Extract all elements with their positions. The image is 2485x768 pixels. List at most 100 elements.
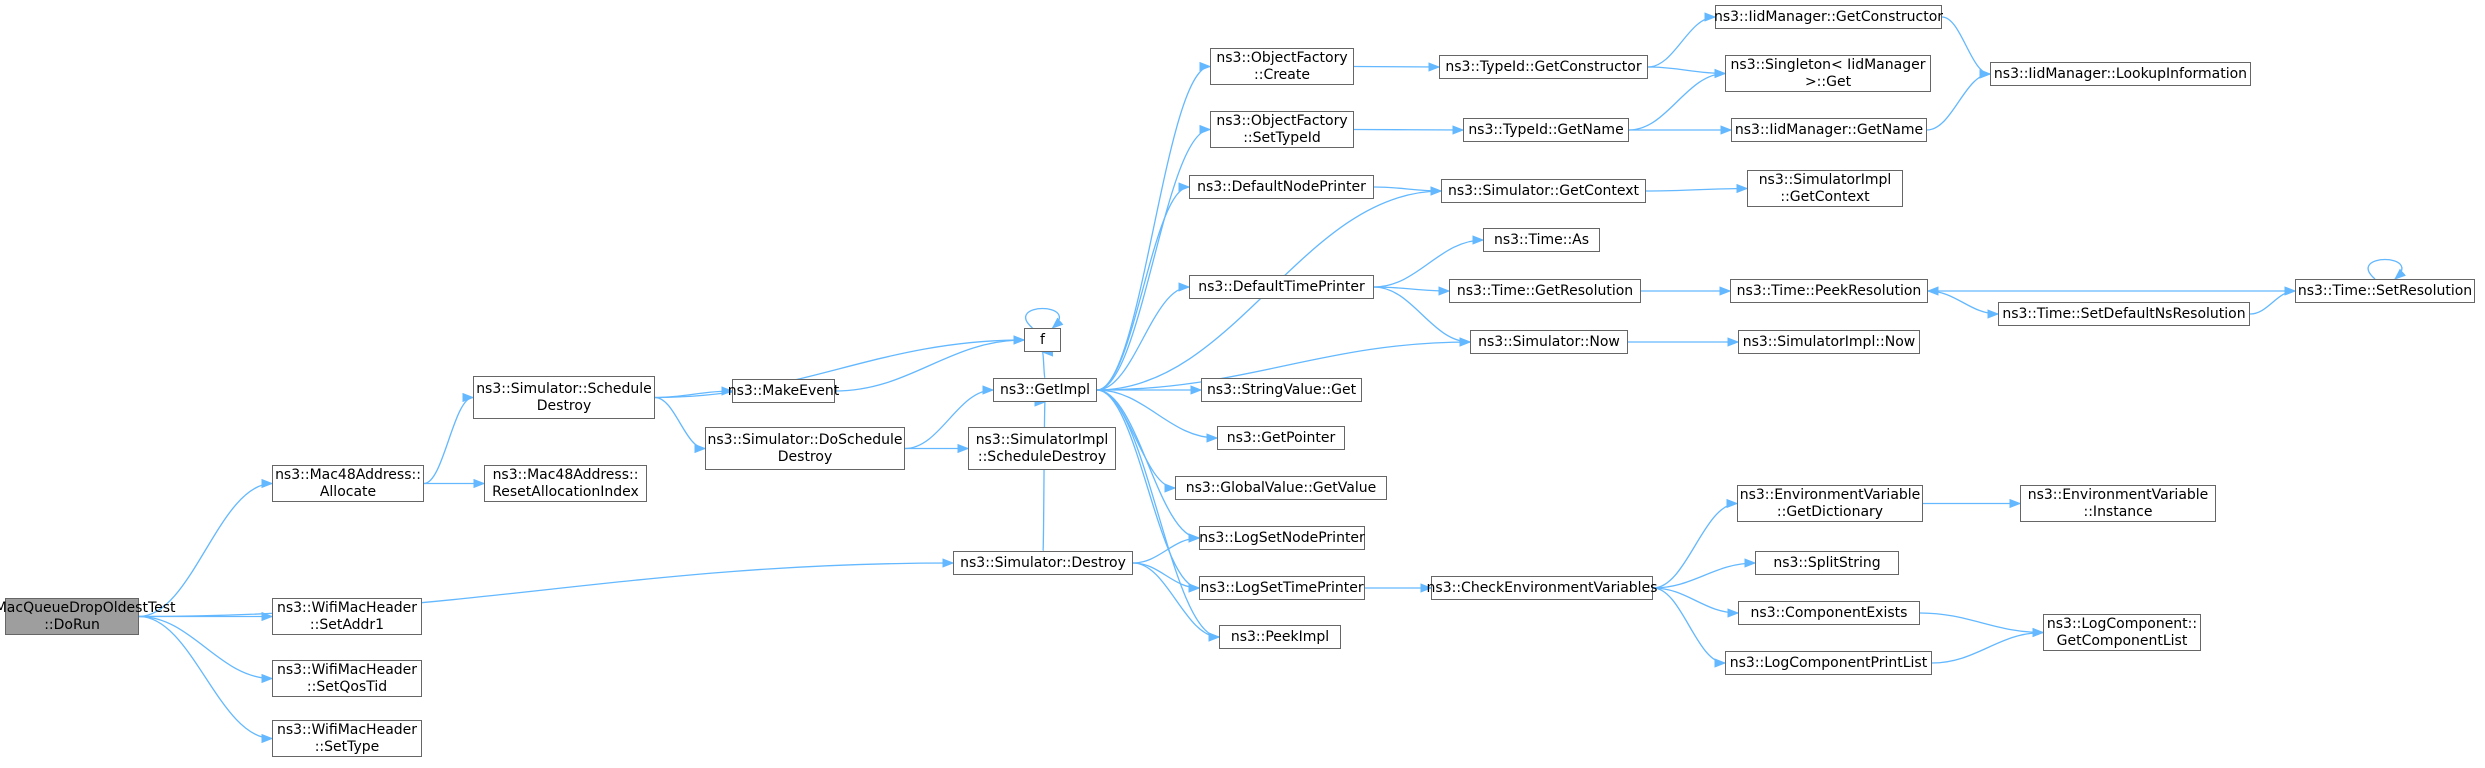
graph-node-impl-schedule-destroy[interactable]: ns3::SimulatorImpl::ScheduleDestroy [968,427,1116,470]
graph-node-make-event[interactable]: ns3::MakeEvent [728,379,839,403]
graph-node-time-set-resolution[interactable]: ns3::Time::SetResolution [2295,279,2475,303]
graph-node-default-node-printer[interactable]: ns3::DefaultNodePrinter [1189,175,1374,199]
node-label-line: ns3::Simulator::Destroy [960,554,1126,571]
graph-node-time-as[interactable]: ns3::Time::As [1483,228,1600,252]
node-label-line: ns3::ObjectFactory [1216,112,1348,129]
graph-node-peek-impl[interactable]: ns3::PeekImpl [1219,625,1341,649]
node-label-line: ns3::LogSetNodePrinter [1199,529,1365,546]
edge-componentExists-to-logComponentGetList [1919,612,2045,638]
graph-node-get-pointer[interactable]: ns3::GetPointer [1217,426,1345,450]
node-label-line: ::DoRun [44,616,100,633]
graph-node-log-set-time-printer[interactable]: ns3::LogSetTimePrinter [1199,576,1365,600]
graph-node-set-qos-tid[interactable]: ns3::WifiMacHeader::SetQosTid [272,660,422,697]
node-label-line: ns3::LogComponent:: [2046,615,2198,632]
edge-defaultTimePrinter-to-simNow [1373,286,1472,347]
graph-node-get-impl[interactable]: ns3::GetImpl [993,378,1097,402]
graph-node-of-create[interactable]: ns3::ObjectFactory::Create [1210,48,1354,85]
edge-simGetContext-to-implGetContext [1645,183,1749,194]
graph-node-type-id-get-constructor[interactable]: ns3::TypeId::GetConstructor [1439,55,1648,79]
graph-node-split-string[interactable]: ns3::SplitString [1755,551,1899,575]
edge-getImpl-to-defaultTimePrinter [1096,282,1191,391]
graph-node-time-set-default-ns[interactable]: ns3::Time::SetDefaultNsResolution [1998,302,2250,326]
edge-getImpl-to-defaultNodePrinter [1096,182,1191,391]
edge-doRun-to-destroy [138,558,955,618]
node-label-line: ns3::Simulator::Schedule [476,380,652,397]
edge-destroy-to-logSetNodePrinter [1132,533,1201,564]
node-label-line: ns3::ObjectFactory [1216,49,1348,66]
graph-node-destroy[interactable]: ns3::Simulator::Destroy [953,551,1133,575]
graph-node-iid-get-name[interactable]: ns3::IidManager::GetName [1731,118,1927,142]
graph-node-string-value-get[interactable]: ns3::StringValue::Get [1201,378,1362,402]
node-label-line: ns3::IidManager::GetName [1734,121,1924,138]
graph-node-env-get-dictionary[interactable]: ns3::EnvironmentVariable::GetDictionary [1737,485,1923,522]
graph-node-log-set-node-printer[interactable]: ns3::LogSetNodePrinter [1199,526,1365,550]
node-label-line: ResetAllocationIndex [492,483,639,500]
node-label-line: ::GetContext [1780,188,1870,205]
node-label-line: ns3::GetPointer [1226,429,1336,446]
graph-node-env-instance[interactable]: ns3::EnvironmentVariable::Instance [2020,485,2216,522]
node-label-line: ns3::SimulatorImpl::Now [1742,333,1916,350]
edge-scheduleDestroy-to-doScheduleDestroy [654,396,707,454]
edge-getImpl-to-logSetTimePrinter [1096,389,1201,593]
edge-timePeekResolution-to-timeSetDefaultNs [1927,290,2000,319]
graph-node-default-time-printer[interactable]: ns3::DefaultTimePrinter [1189,275,1374,299]
edge-typeIdGetConstructor-to-iidGetConstructor [1647,12,1717,68]
node-label-line: ::Instance [2083,503,2153,520]
graph-node-set-type[interactable]: ns3::WifiMacHeader::SetType [272,720,422,757]
edge-logComponentPrintList-to-logComponentGetList [1931,627,2045,664]
node-label-line: ::Create [1254,66,1310,83]
graph-node-iid-lookup[interactable]: ns3::IidManager::LookupInformation [1990,62,2251,86]
edge-getImpl-to-getPointer [1096,389,1219,443]
edge-iidGetName-to-iidLookup [1926,69,1992,131]
graph-node-set-addr1[interactable]: ns3::WifiMacHeader::SetAddr1 [272,598,422,635]
graph-node-log-component-get-list[interactable]: ns3::LogComponent::GetComponentList [2043,614,2201,651]
edge-makeEvent-to-f [834,335,1026,392]
node-label-line: ::ScheduleDestroy [977,448,1107,465]
edge-ofCreate-to-typeIdGetConstructor [1353,62,1441,72]
graph-node-global-value-get-value[interactable]: ns3::GlobalValue::GetValue [1175,476,1387,500]
graph-node-sim-get-context[interactable]: ns3::Simulator::GetContext [1441,179,1646,203]
graph-node-log-component-print-list[interactable]: ns3::LogComponentPrintList [1725,651,1932,675]
node-label-line: ns3::WifiMacHeader [276,721,418,738]
node-label-line: ns3::PeekImpl [1230,628,1330,645]
edge-doRun-to-allocate [138,478,274,618]
edge-getImpl-to-logSetNodePrinter [1096,389,1201,543]
edge-typeIdGetConstructor-to-singletonGet [1647,66,1727,79]
node-label-line: ns3::ComponentExists [1750,604,1908,621]
edge-ofSetTypeId-to-typeIdGetName [1353,125,1465,135]
edge-getImpl-to-ofSetTypeId [1096,124,1212,391]
graph-node-time-peek-resolution[interactable]: ns3::Time::PeekResolution [1730,279,1928,303]
node-label-line: ns3::Singleton< IidManager [1730,56,1926,73]
node-label-line: ns3::Mac48Address:: [492,466,639,483]
graph-node-impl-now[interactable]: ns3::SimulatorImpl::Now [1738,330,1920,354]
graph-node-time-get-resolution[interactable]: ns3::Time::GetResolution [1449,279,1641,303]
graph-node-component-exists[interactable]: ns3::ComponentExists [1738,601,1920,625]
graph-node-reset-alloc[interactable]: ns3::Mac48Address::ResetAllocationIndex [484,465,647,502]
edge-doRun-to-setType [138,615,274,744]
graph-node-do-run[interactable]: WifiMacQueueDropOldestTest::DoRun [0,598,176,635]
node-label-line: ns3::Mac48Address:: [275,466,421,483]
node-label-line: ns3::MakeEvent [727,382,840,399]
node-label-line: ns3::EnvironmentVariable [1739,486,1921,503]
node-label-line: ns3::IidManager::GetConstructor [1713,8,1944,25]
node-label-line: ns3::Time::PeekResolution [1736,282,1922,299]
node-label-line: ns3::Time::SetResolution [2297,282,2473,299]
node-label-line: >::Get [1804,73,1852,90]
graph-node-check-env-vars[interactable]: ns3::CheckEnvironmentVariables [1427,576,1657,600]
graph-node-sim-now[interactable]: ns3::Simulator::Now [1470,330,1628,354]
edge-doRun-to-setQosTid [138,615,274,684]
graph-node-iid-get-constructor[interactable]: ns3::IidManager::GetConstructor [1713,5,1944,29]
graph-node-type-id-get-name[interactable]: ns3::TypeId::GetName [1463,118,1629,142]
node-label-line: ns3::WifiMacHeader [276,599,418,616]
graph-node-allocate[interactable]: ns3::Mac48Address::Allocate [272,465,424,502]
graph-node-impl-get-context[interactable]: ns3::SimulatorImpl::GetContext [1747,170,1903,207]
graph-node-of-set-type-id[interactable]: ns3::ObjectFactory::SetTypeId [1210,111,1354,148]
edge-allocate-to-scheduleDestroy [423,392,475,485]
graph-node-singleton-get[interactable]: ns3::Singleton< IidManager >::Get [1725,55,1931,92]
graph-node-f[interactable]: f [1024,328,1061,352]
node-label-line: ns3::GlobalValue::GetValue [1185,479,1377,496]
node-label-line: Destroy [777,448,833,465]
node-label-line: ns3::Simulator::Now [1478,333,1620,350]
